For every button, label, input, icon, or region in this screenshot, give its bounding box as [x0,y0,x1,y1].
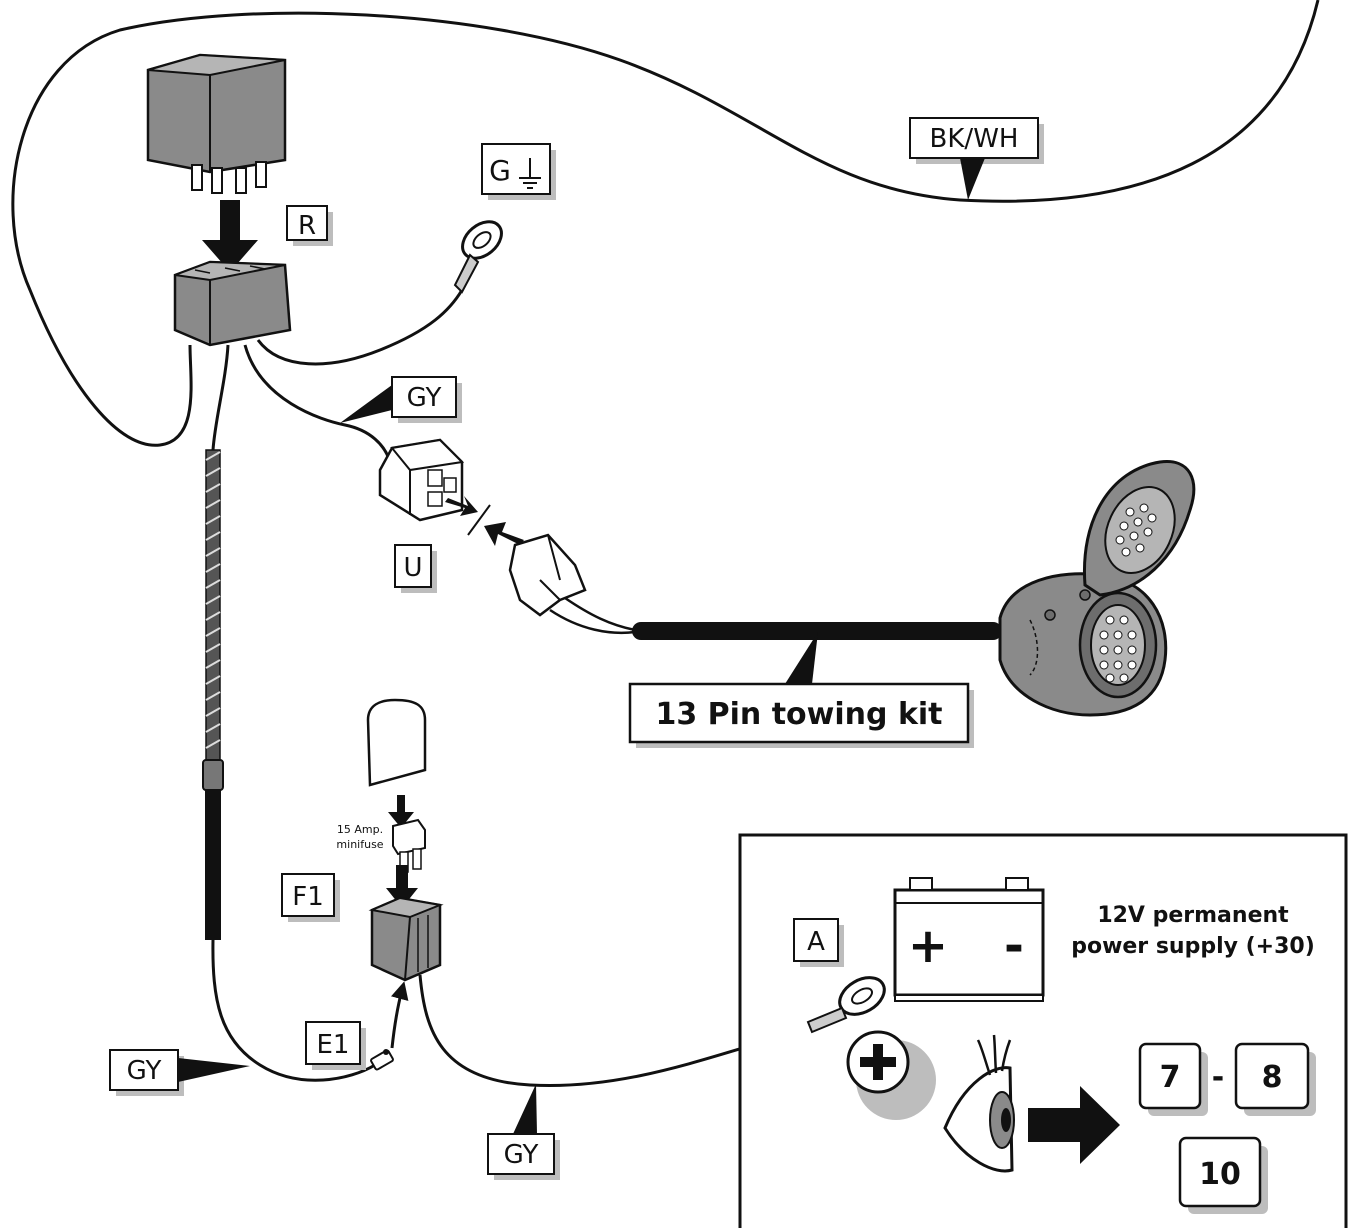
label-gy-bottom: GY [504,1140,539,1170]
battery-icon [893,877,1045,1002]
label-ground: G [489,154,511,187]
label-connector: U [403,553,422,583]
towing-kit-wires [549,596,636,635]
pin-8: 8 [1262,1060,1283,1095]
eye-icon [943,1034,1015,1173]
pin-7: 7 [1160,1060,1181,1095]
fuse-holder-icon [368,896,444,982]
relay-socket-icon [173,260,292,347]
ring-terminal-ground-icon [453,220,503,294]
plus-circle-icon [846,1030,936,1120]
towing-kit-cable [632,622,1002,640]
fuse-cap-icon [366,698,427,787]
relay-icon [146,53,287,194]
minifuse-icon [392,818,426,873]
label-gy-left: GY [127,1056,162,1086]
power-supply-line2: power supply (+30) [1071,934,1315,959]
label-battery-terminal: A [807,927,825,957]
pointer-gy-top [340,385,392,423]
bk-wh-wire [11,0,1320,447]
pointer-gy-left [178,1058,250,1082]
right-arrow-icon [1028,1086,1120,1164]
label-fuse-holder: F1 [292,882,324,912]
ring-terminal-battery-icon [806,976,886,1034]
battery-minus: - [1004,918,1024,974]
gy-wire-relay-connector [243,344,392,463]
gy-wire-to-splice [211,939,376,1082]
ground-symbol-icon [519,158,541,189]
pointer-gy-bottom [513,1084,537,1134]
down-arrow-fuse-icon [388,795,414,828]
fuse-rating-line1: 15 Amp. [337,823,383,836]
down-arrow-icon [202,200,258,272]
pin-dash: - [1212,1060,1224,1095]
braided-sleeve [205,449,221,761]
fuse-rating-line2: minifuse [336,838,383,851]
label-gy-top: GY [407,383,442,413]
connector-female-icon [378,438,465,522]
pointer-towing-kit [785,632,818,684]
arrow-out-icon [445,496,478,516]
label-relay: R [298,211,316,241]
battery-plus: + [908,918,948,974]
gy-wire-relay-down [211,344,230,451]
connector-male-icon [508,533,587,617]
label-bk-wh: BK/WH [930,124,1019,154]
black-tube [205,790,221,940]
separator-line [467,504,491,536]
ground-wire [256,289,464,366]
sleeve-clip [202,759,224,791]
label-splice: E1 [317,1030,350,1060]
label-towing-kit: 13 Pin towing kit [655,697,942,732]
up-arrow-splice-icon [390,981,409,1049]
braid-pattern [205,451,221,749]
pin-10: 10 [1199,1157,1241,1192]
splice-connector-icon [370,1049,394,1071]
power-supply-line1: 12V permanent [1097,903,1289,928]
socket-13-pin-icon [998,460,1196,717]
arrow-in-icon [484,522,524,546]
down-arrow-holder-icon [386,865,418,908]
pointer-bk-wh [960,158,985,200]
